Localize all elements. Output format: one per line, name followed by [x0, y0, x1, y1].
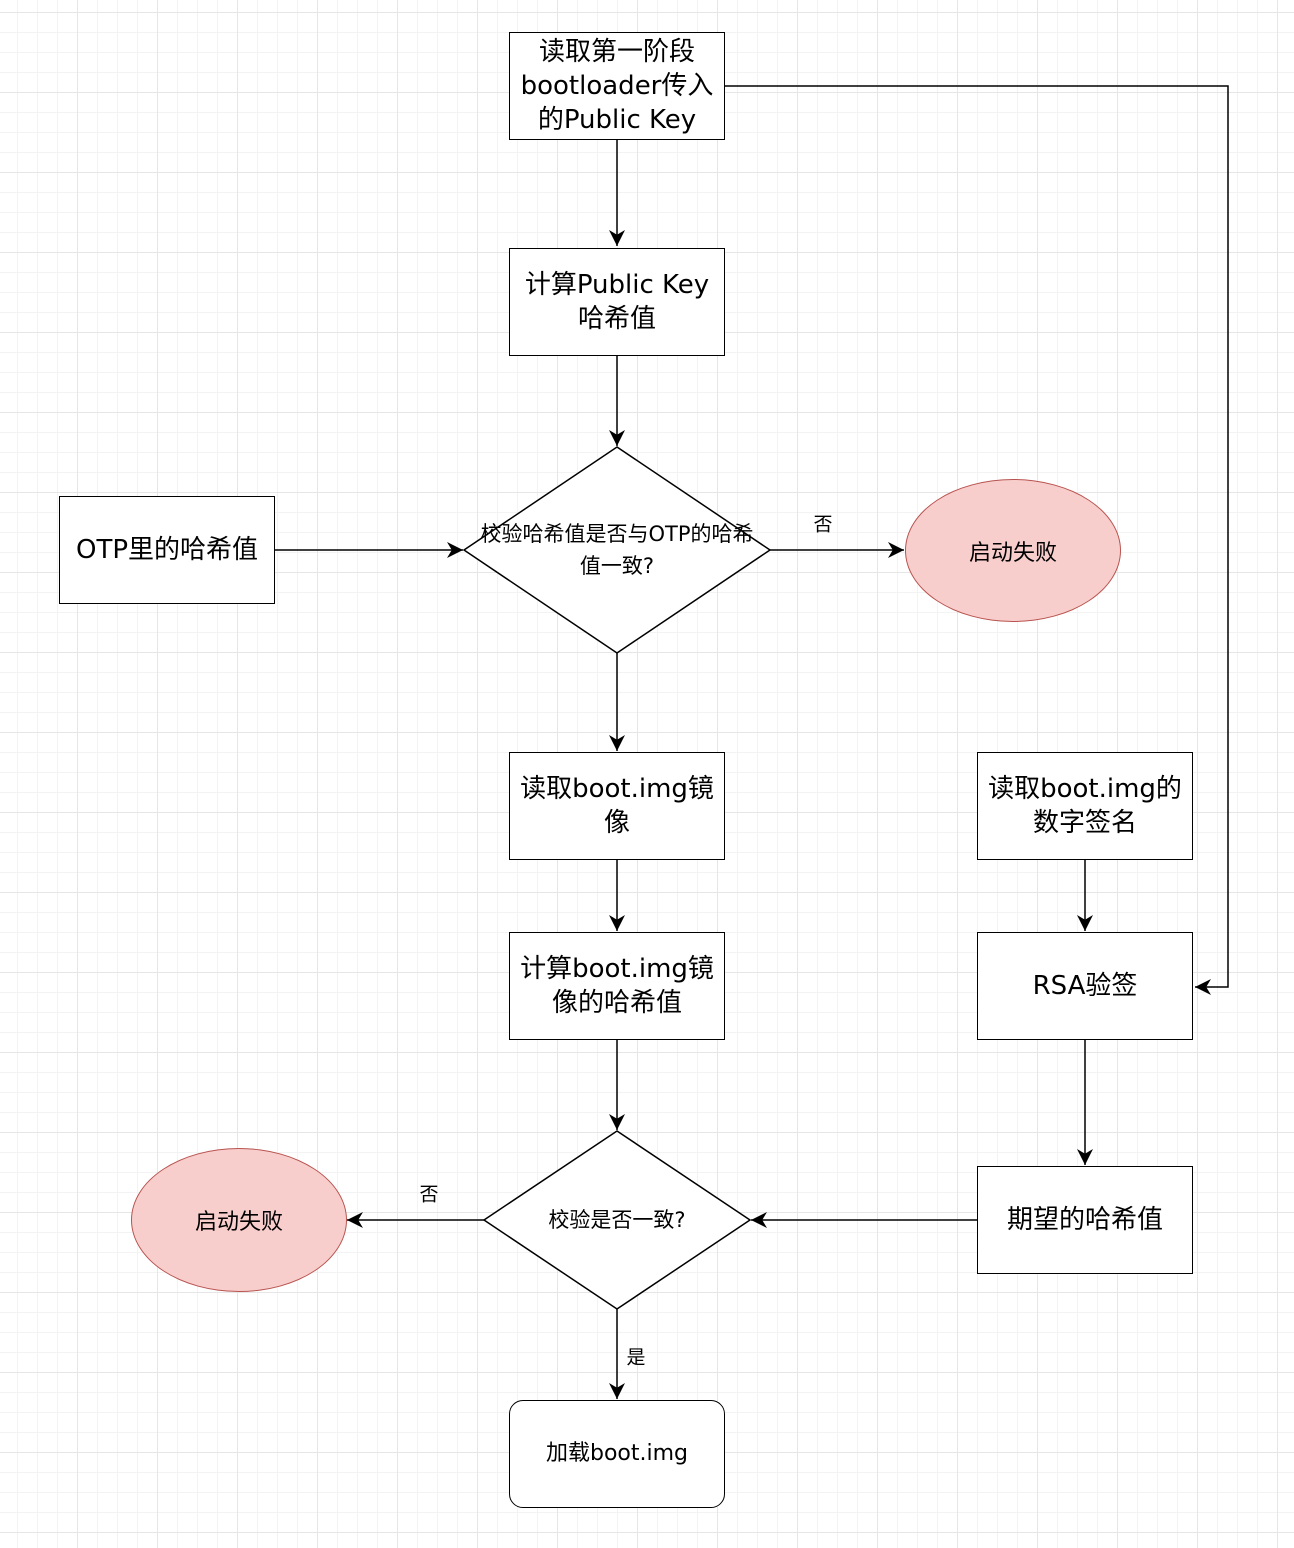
edge-label-no-bottom: 否 [419, 1183, 439, 1206]
read-signature-label: 读取boot.img的数字签名 [988, 774, 1182, 838]
rsa-verify-box[interactable]: RSA验签 [977, 932, 1193, 1040]
otp-hash-box[interactable]: OTP里的哈希值 [59, 496, 275, 604]
calc-boot-img-hash-label: 计算boot.img镜像的哈希值 [520, 954, 714, 1018]
calc-public-key-hash-box[interactable]: 计算Public Key哈希值 [509, 248, 725, 356]
boot-fail-top-ellipse[interactable]: 启动失败 [905, 479, 1121, 622]
boot-fail-top-label: 启动失败 [968, 540, 1057, 566]
expected-hash-label: 期望的哈希值 [1006, 1205, 1163, 1235]
expected-hash-box[interactable]: 期望的哈希值 [977, 1166, 1193, 1274]
check-match-diamond[interactable] [482, 1130, 752, 1310]
boot-fail-bottom-label: 启动失败 [194, 1210, 283, 1235]
load-boot-img-box[interactable]: 加载boot.img [509, 1400, 725, 1508]
boot-fail-bottom-ellipse[interactable]: 启动失败 [131, 1148, 347, 1292]
read-boot-img-box[interactable]: 读取boot.img镜像 [509, 752, 725, 860]
read-signature-box[interactable]: 读取boot.img的数字签名 [977, 752, 1193, 860]
check-otp-diamond[interactable] [462, 446, 772, 654]
edge-label-yes: 是 [626, 1346, 646, 1369]
calc-public-key-hash-label: 计算Public Key哈希值 [524, 270, 710, 334]
calc-boot-img-hash-box[interactable]: 计算boot.img镜像的哈希值 [509, 932, 725, 1040]
read-public-key-box[interactable]: 读取第一阶段bootloader传入的Public Key [509, 32, 725, 140]
rsa-verify-label: RSA验签 [1032, 971, 1138, 1001]
read-boot-img-label: 读取boot.img镜像 [520, 774, 714, 838]
read-public-key-label: 读取第一阶段bootloader传入的Public Key [520, 37, 714, 135]
edge-label-no-top: 否 [813, 513, 833, 536]
edge-pubkey-to-rsa [725, 85, 1229, 995]
load-boot-img-label: 加载boot.img [545, 1441, 688, 1466]
otp-hash-label: OTP里的哈希值 [75, 535, 259, 565]
